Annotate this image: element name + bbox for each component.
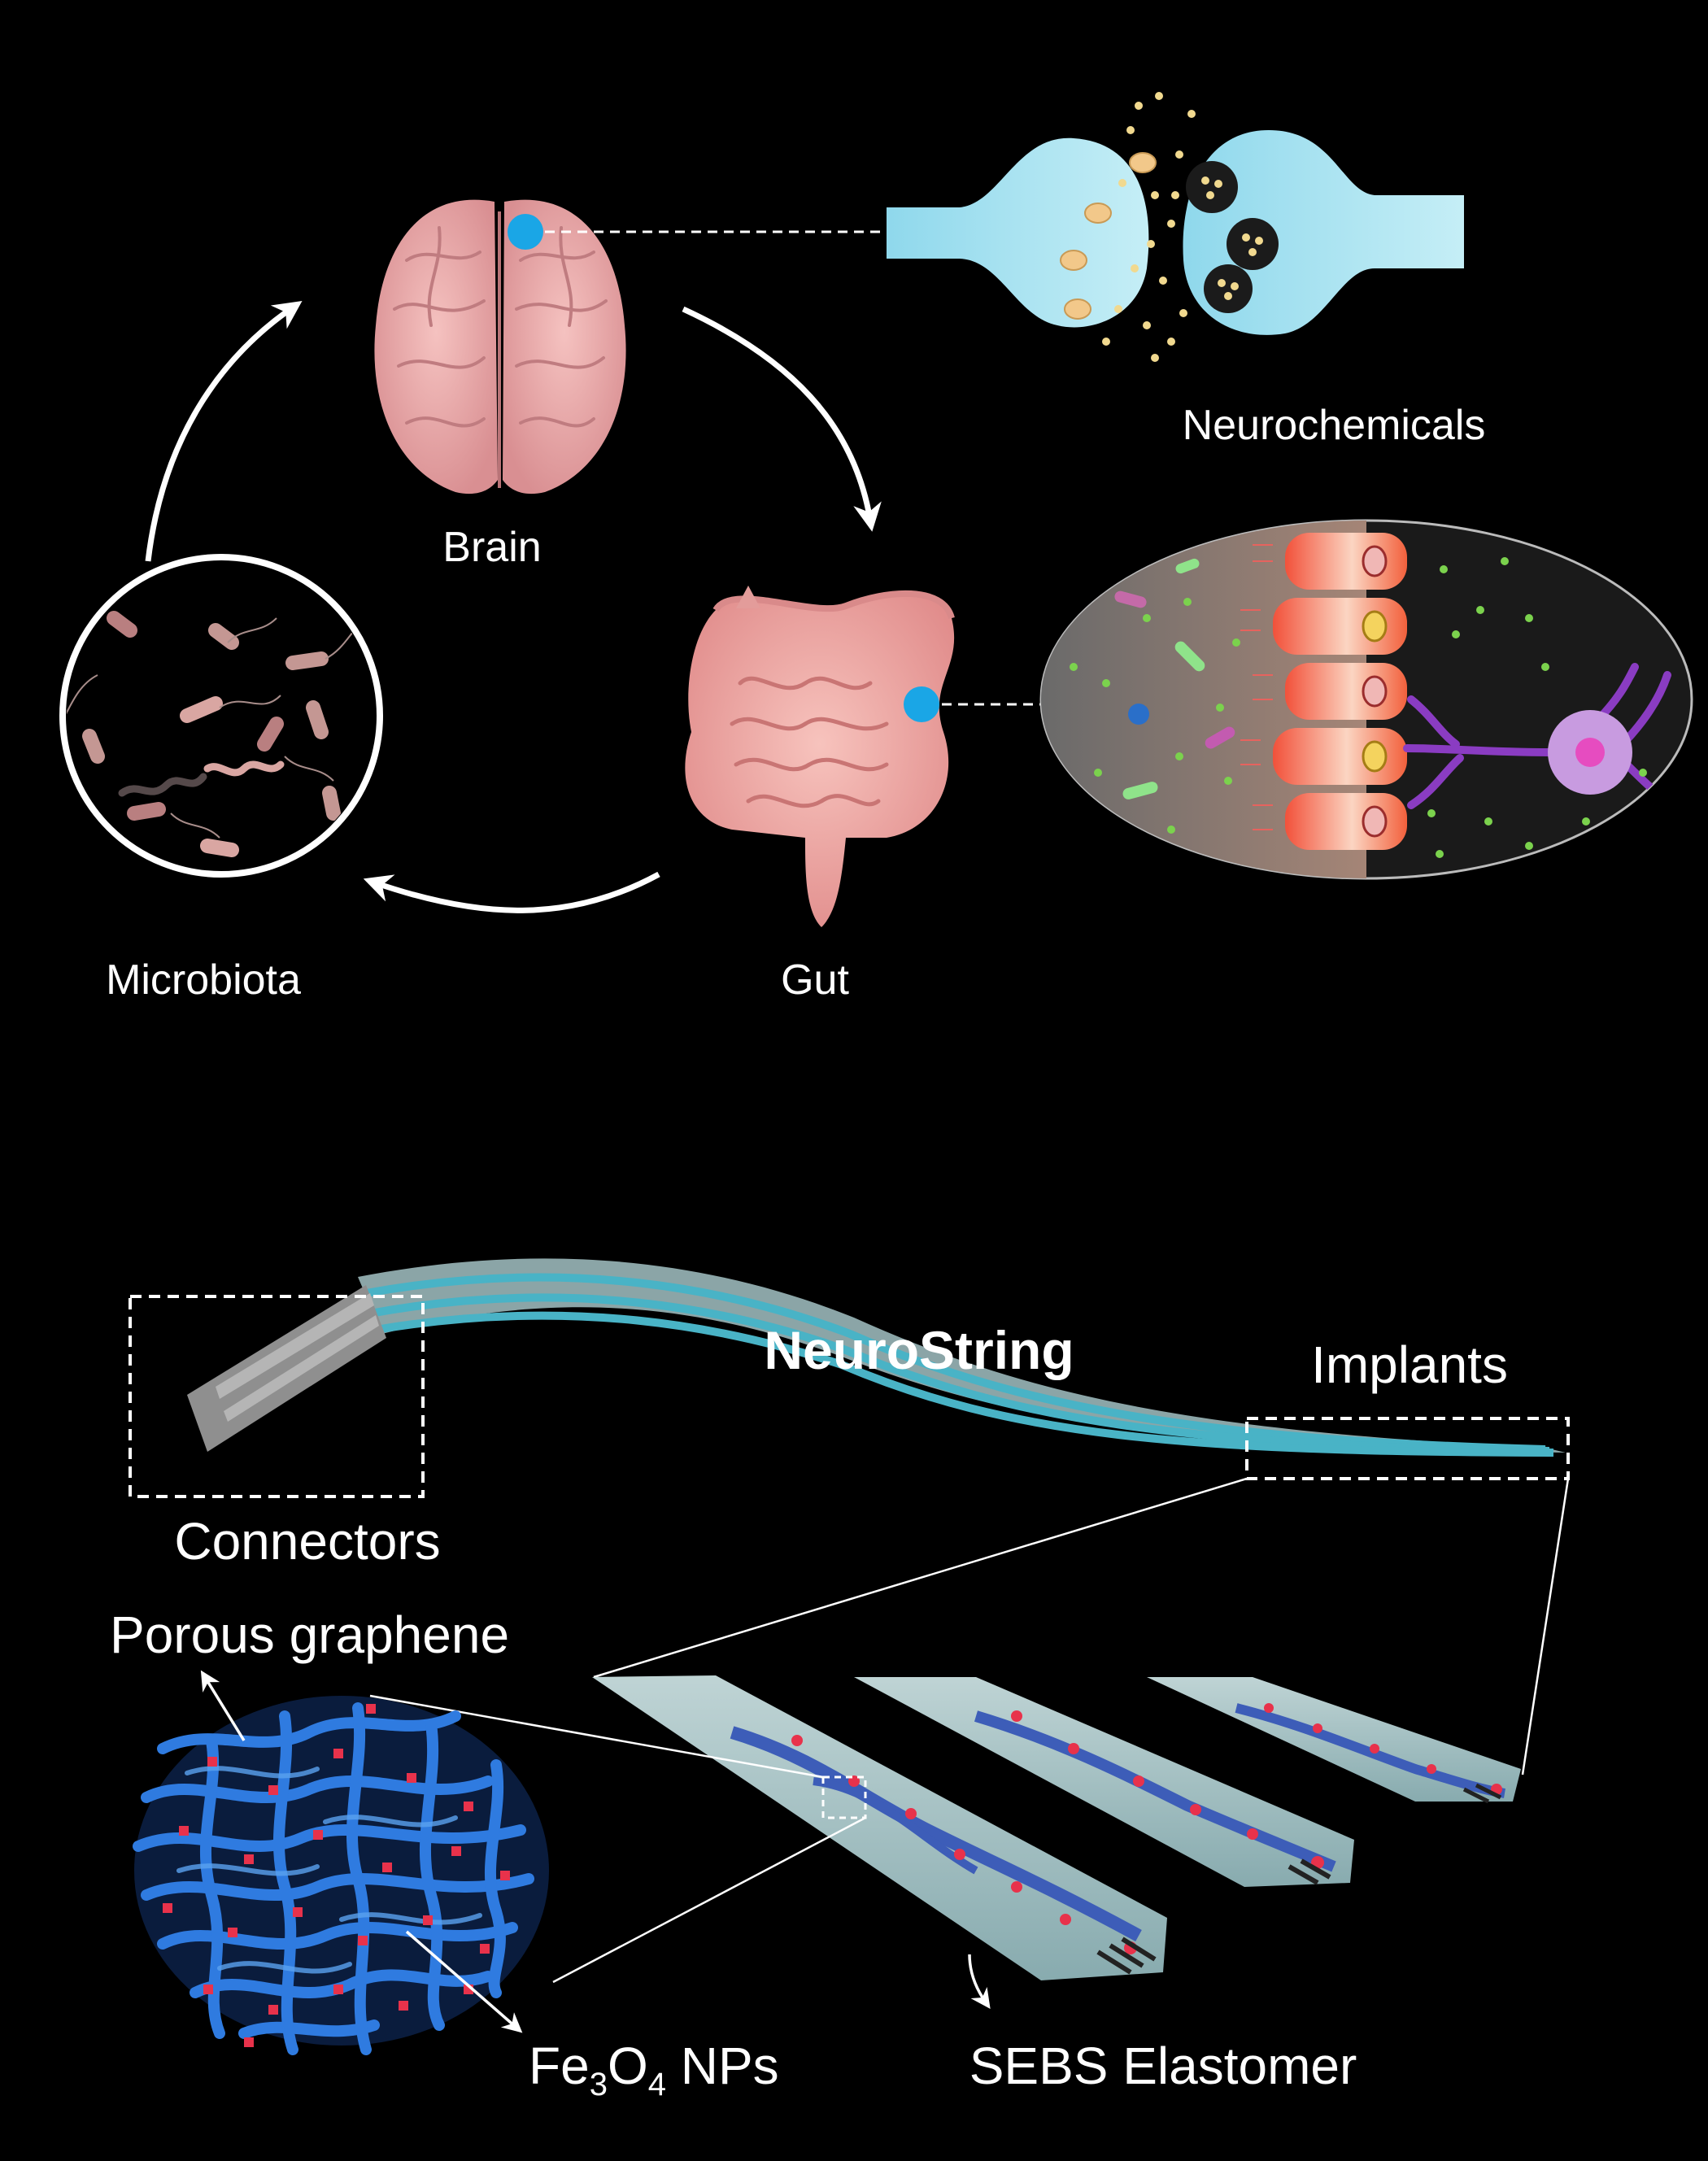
arrow-porous-graphene xyxy=(200,1670,246,1741)
connectors-box xyxy=(129,1295,425,1498)
brain-illustration xyxy=(374,199,626,495)
arrow-microbiota-to-brain xyxy=(145,301,303,562)
sebs-elastomer-label: SEBS Elastomer xyxy=(969,2037,1357,2095)
implants-box xyxy=(1245,1417,1570,1480)
brain-label: Brain xyxy=(442,524,541,571)
gut-illustration xyxy=(685,586,955,927)
fe3o4-label-sub4: 4 xyxy=(648,2067,666,2102)
connectors-label: Connectors xyxy=(174,1512,440,1571)
neurostring-ribbon xyxy=(187,1258,1566,1457)
neurostring-title: NeuroString xyxy=(764,1320,1074,1380)
implant-strip-3 xyxy=(1147,1677,1521,1804)
arrow-gut-to-microbiota xyxy=(363,871,660,913)
fe3o4-label-nps: NPs xyxy=(666,2037,779,2095)
epithelium-oval xyxy=(1039,519,1693,880)
porous-graphene-label: Porous graphene xyxy=(110,1606,509,1664)
zoom-line-left xyxy=(593,1477,1248,1679)
zoom-line-right xyxy=(1521,1478,1570,1775)
fe3o4-label-sub3: 3 xyxy=(590,2067,608,2102)
microbiota-circle xyxy=(59,554,383,878)
arrow-fe3o4 xyxy=(405,1930,523,2033)
implant-strip-1 xyxy=(592,1675,1167,1980)
fe3o4-label-o: O xyxy=(608,2037,648,2095)
implants-label: Implants xyxy=(1311,1335,1508,1394)
brain-marker-dot xyxy=(508,214,543,250)
implant-strip-2 xyxy=(854,1677,1354,1887)
gut-marker-dot xyxy=(904,686,939,722)
cluster-zoom-line-bottom xyxy=(552,1816,866,1984)
microbiota-label: Microbiota xyxy=(106,956,301,1004)
graphene-zoom-box xyxy=(821,1775,867,1819)
porous-graphene-cluster xyxy=(133,1696,549,2055)
fe3o4-label: Fe3O4 NPs xyxy=(529,2037,779,2102)
arrow-brain-to-gut xyxy=(682,306,882,532)
synapse-illustration xyxy=(887,92,1464,362)
fe3o4-label-fe: Fe xyxy=(529,2037,590,2095)
cluster-zoom-line-top xyxy=(369,1694,824,1779)
neurochemicals-label: Neurochemicals xyxy=(1183,402,1486,449)
gut-label: Gut xyxy=(781,956,849,1004)
arrow-sebs xyxy=(968,1954,991,2010)
